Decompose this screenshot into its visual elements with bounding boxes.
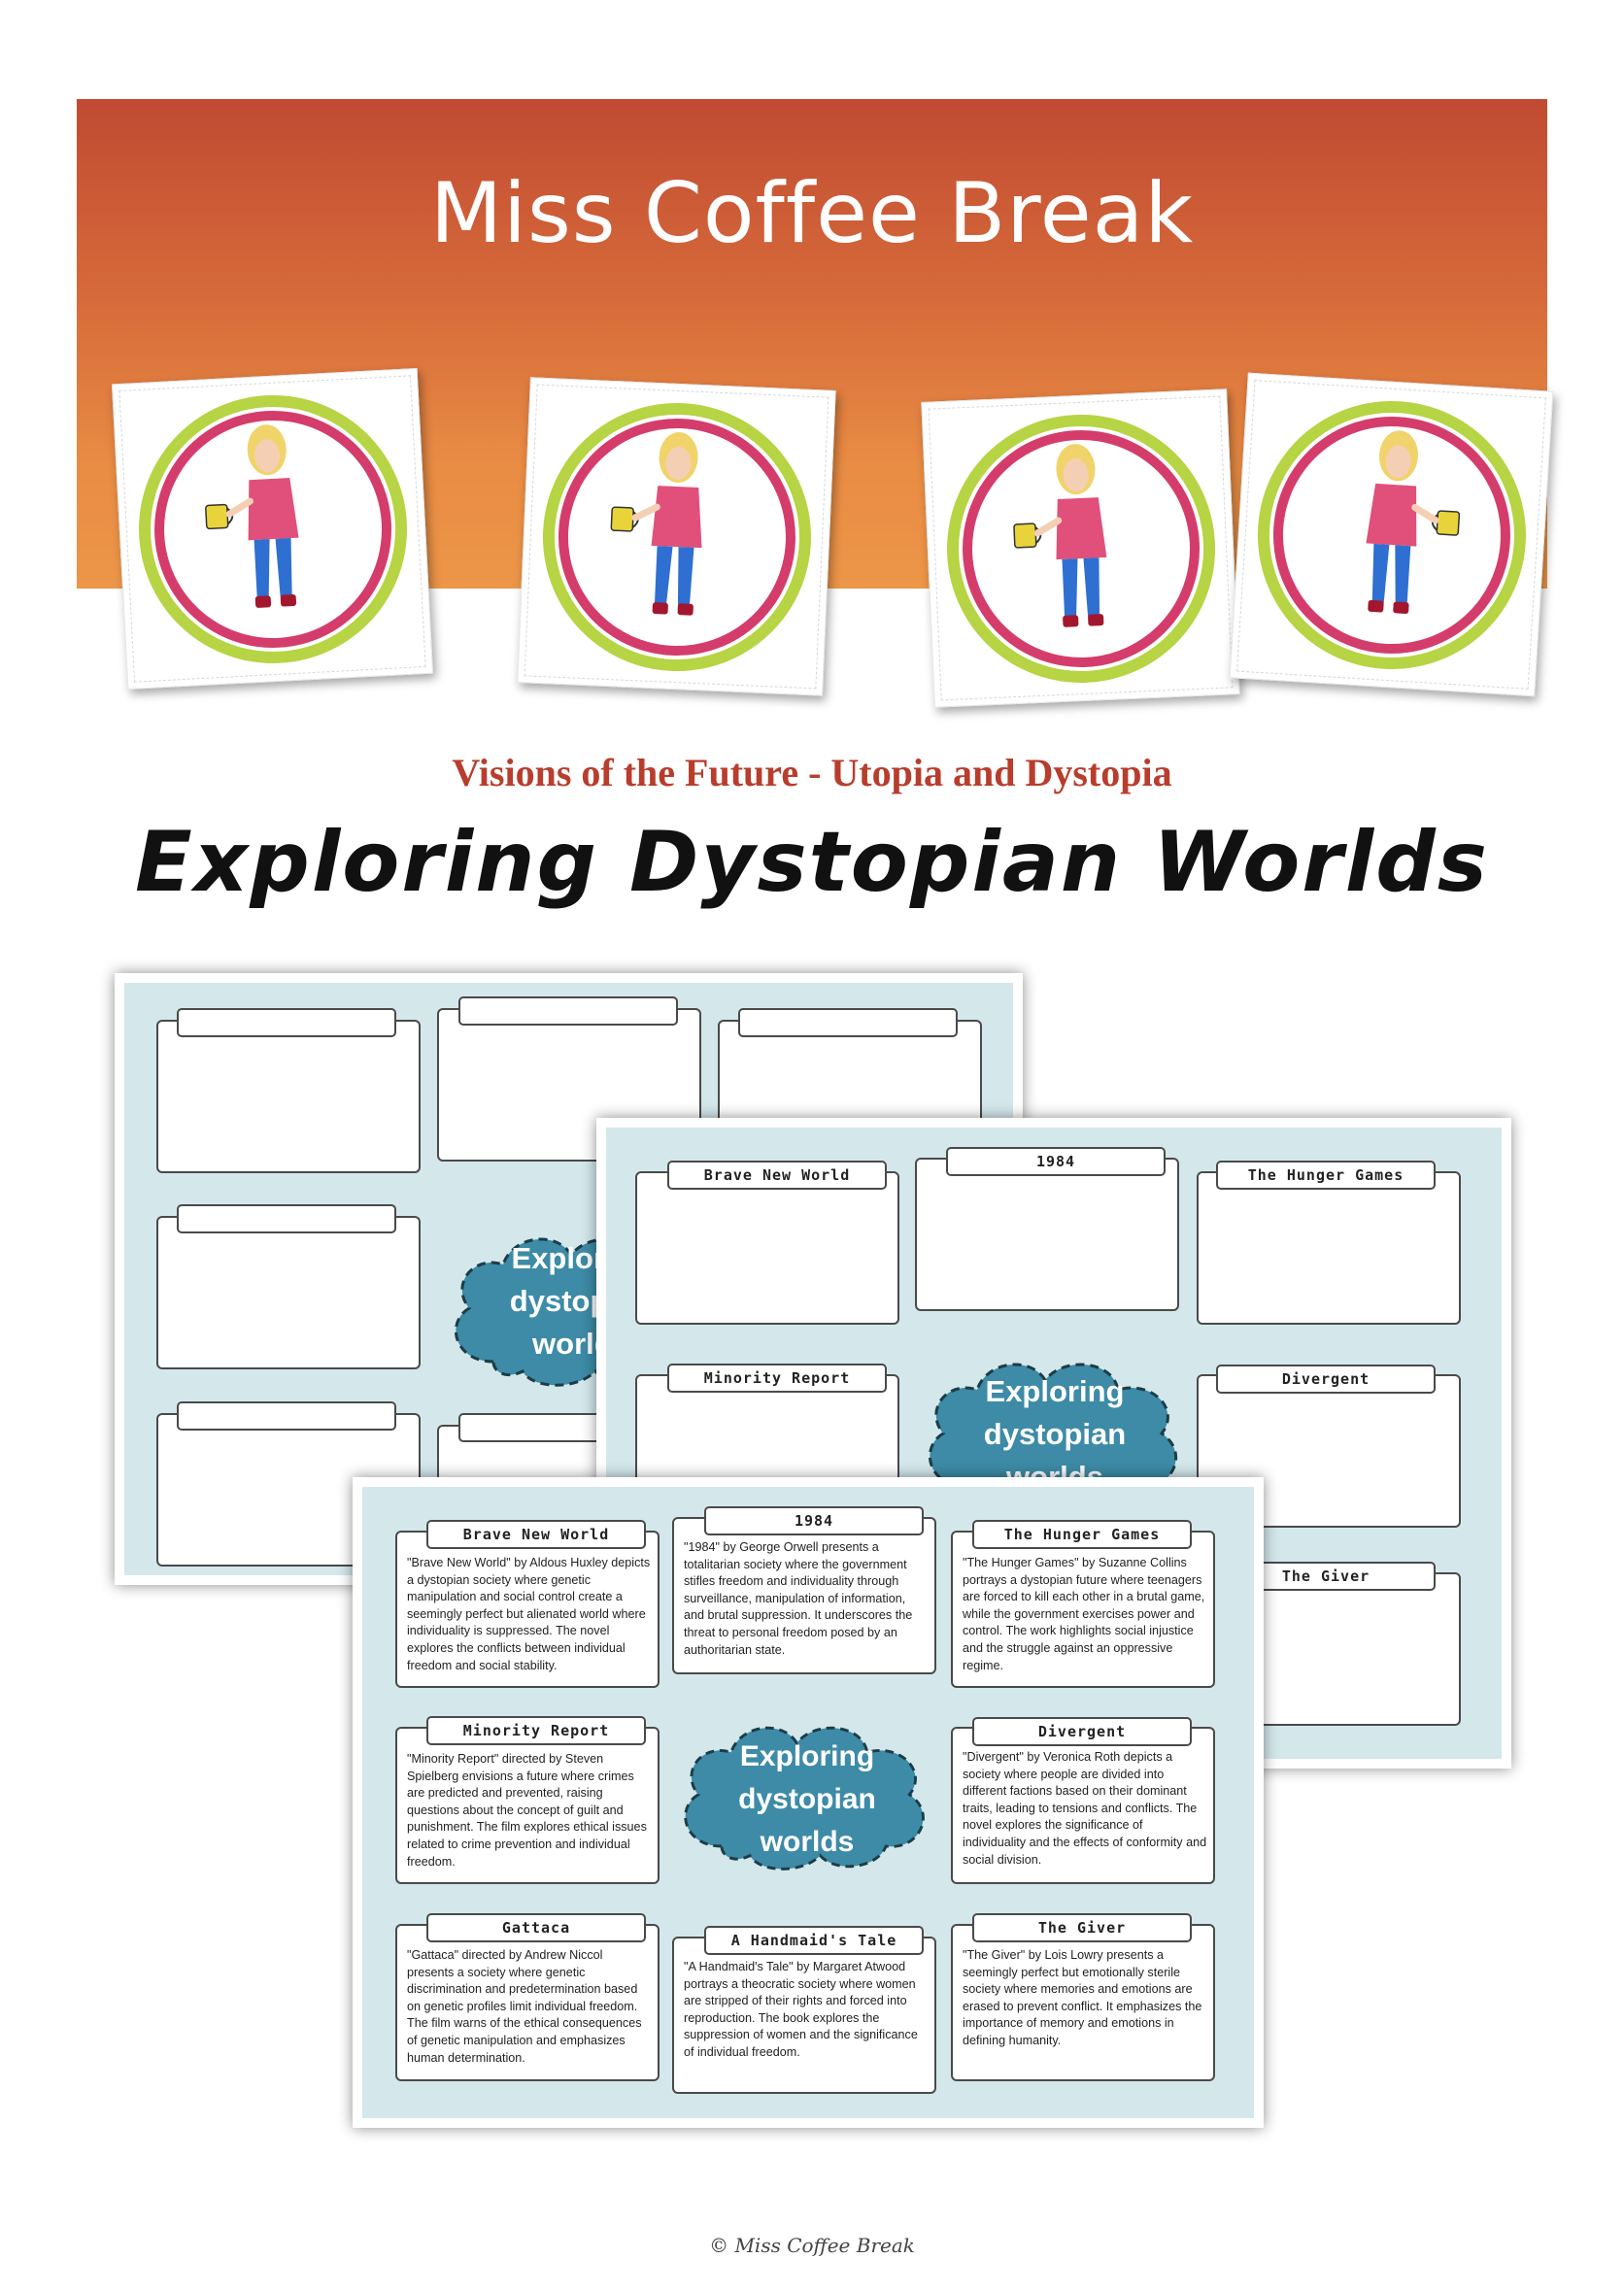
blank-tab bbox=[458, 996, 678, 1026]
box-title: 1984 bbox=[946, 1147, 1166, 1176]
avatar-sticker bbox=[921, 388, 1240, 708]
info-box bbox=[672, 1517, 936, 1674]
avatar-sticker bbox=[111, 367, 434, 691]
box-title: Brave New World bbox=[426, 1520, 646, 1549]
blank-tab bbox=[177, 1401, 396, 1431]
info-box bbox=[951, 1727, 1215, 1884]
subtitle: Visions of the Future - Utopia and Dysto… bbox=[452, 751, 1172, 794]
blank-box bbox=[1197, 1171, 1461, 1325]
box-title: Divergent bbox=[1216, 1365, 1436, 1394]
box-description: "1984" by George Orwell presents a total… bbox=[684, 1540, 913, 1657]
info-box bbox=[395, 1924, 660, 2081]
box-description: "Brave New World" by Aldous Huxley depic… bbox=[407, 1556, 651, 1672]
box-title: Divergent bbox=[972, 1717, 1192, 1746]
box-title: The Hunger Games bbox=[972, 1520, 1192, 1549]
cloud-label: Exploring dystopian worlds bbox=[738, 1740, 876, 1858]
info-box bbox=[395, 1531, 660, 1688]
blank-box bbox=[156, 1216, 421, 1369]
brand-title: Miss Coffee Break bbox=[429, 165, 1195, 262]
box-description: "Gattaca" directed by Andrew Niccol pres… bbox=[407, 1948, 642, 2065]
info-box bbox=[395, 1727, 660, 1884]
blank-tab bbox=[738, 1008, 958, 1037]
avatar-sticker bbox=[1229, 372, 1554, 697]
box-title: Minority Report bbox=[426, 1716, 646, 1745]
box-description: "A Handmaid's Tale" by Margaret Atwood p… bbox=[684, 1960, 918, 2059]
avatar-badge-icon bbox=[542, 403, 811, 672]
box-title: Gattaca bbox=[426, 1913, 646, 1942]
page-title: Exploring Dystopian Worlds bbox=[135, 814, 1489, 911]
box-title: A Handmaid's Tale bbox=[704, 1926, 924, 1955]
cloud-shape-icon bbox=[928, 1363, 1178, 1512]
avatar-badge-icon bbox=[1257, 401, 1526, 670]
box-title: The Giver bbox=[972, 1913, 1192, 1942]
info-box bbox=[672, 1937, 936, 2094]
info-box bbox=[951, 1531, 1215, 1688]
blank-box bbox=[635, 1171, 899, 1325]
box-title: Minority Report bbox=[667, 1364, 887, 1393]
box-description: "Minority Report" directed by Steven Spi… bbox=[407, 1752, 647, 1869]
worksheet-preview-filled: Brave New World "Brave New World" by Ald… bbox=[353, 1477, 1264, 2128]
blank-tab bbox=[177, 1008, 396, 1037]
avatar-badge-icon bbox=[139, 394, 408, 663]
box-description: "The Giver" by Lois Lowry presents a see… bbox=[963, 1948, 1202, 2047]
avatar-badge-icon bbox=[947, 414, 1216, 683]
avatar-sticker bbox=[517, 377, 836, 696]
box-description: "Divergent" by Veronica Roth depicts a s… bbox=[963, 1750, 1207, 1867]
blank-tab bbox=[177, 1204, 396, 1233]
box-title: 1984 bbox=[704, 1506, 924, 1535]
box-title: Brave New World bbox=[667, 1161, 887, 1190]
cloud-shape-icon bbox=[684, 1726, 925, 1871]
box-description: "The Hunger Games" by Suzanne Collins po… bbox=[963, 1556, 1205, 1672]
copyright-signature: © Miss Coffee Break bbox=[709, 2234, 915, 2257]
box-title: The Hunger Games bbox=[1216, 1161, 1436, 1190]
blank-box bbox=[156, 1020, 421, 1173]
blank-box bbox=[915, 1158, 1179, 1311]
